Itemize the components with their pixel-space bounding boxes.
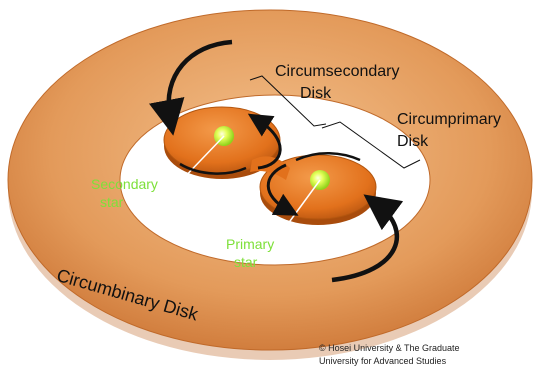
primary-star-label-line1: Primary: [226, 236, 274, 253]
circumprimary-label-line2: Disk: [397, 132, 428, 152]
primary-star-label-line2: star: [234, 254, 257, 271]
credit-line1: © Hosei University & The Graduate: [319, 342, 460, 354]
credit-line2: University for Advanced Studies: [319, 355, 446, 367]
circumsecondary-label-line1: Circumsecondary: [275, 62, 399, 82]
circumsecondary-label-line2: Disk: [300, 84, 331, 104]
circumprimary-label-line1: Circumprimary: [397, 110, 501, 130]
secondary-star-label-line2: star: [100, 194, 123, 211]
secondary-star-label-line1: Secondary: [91, 176, 158, 193]
